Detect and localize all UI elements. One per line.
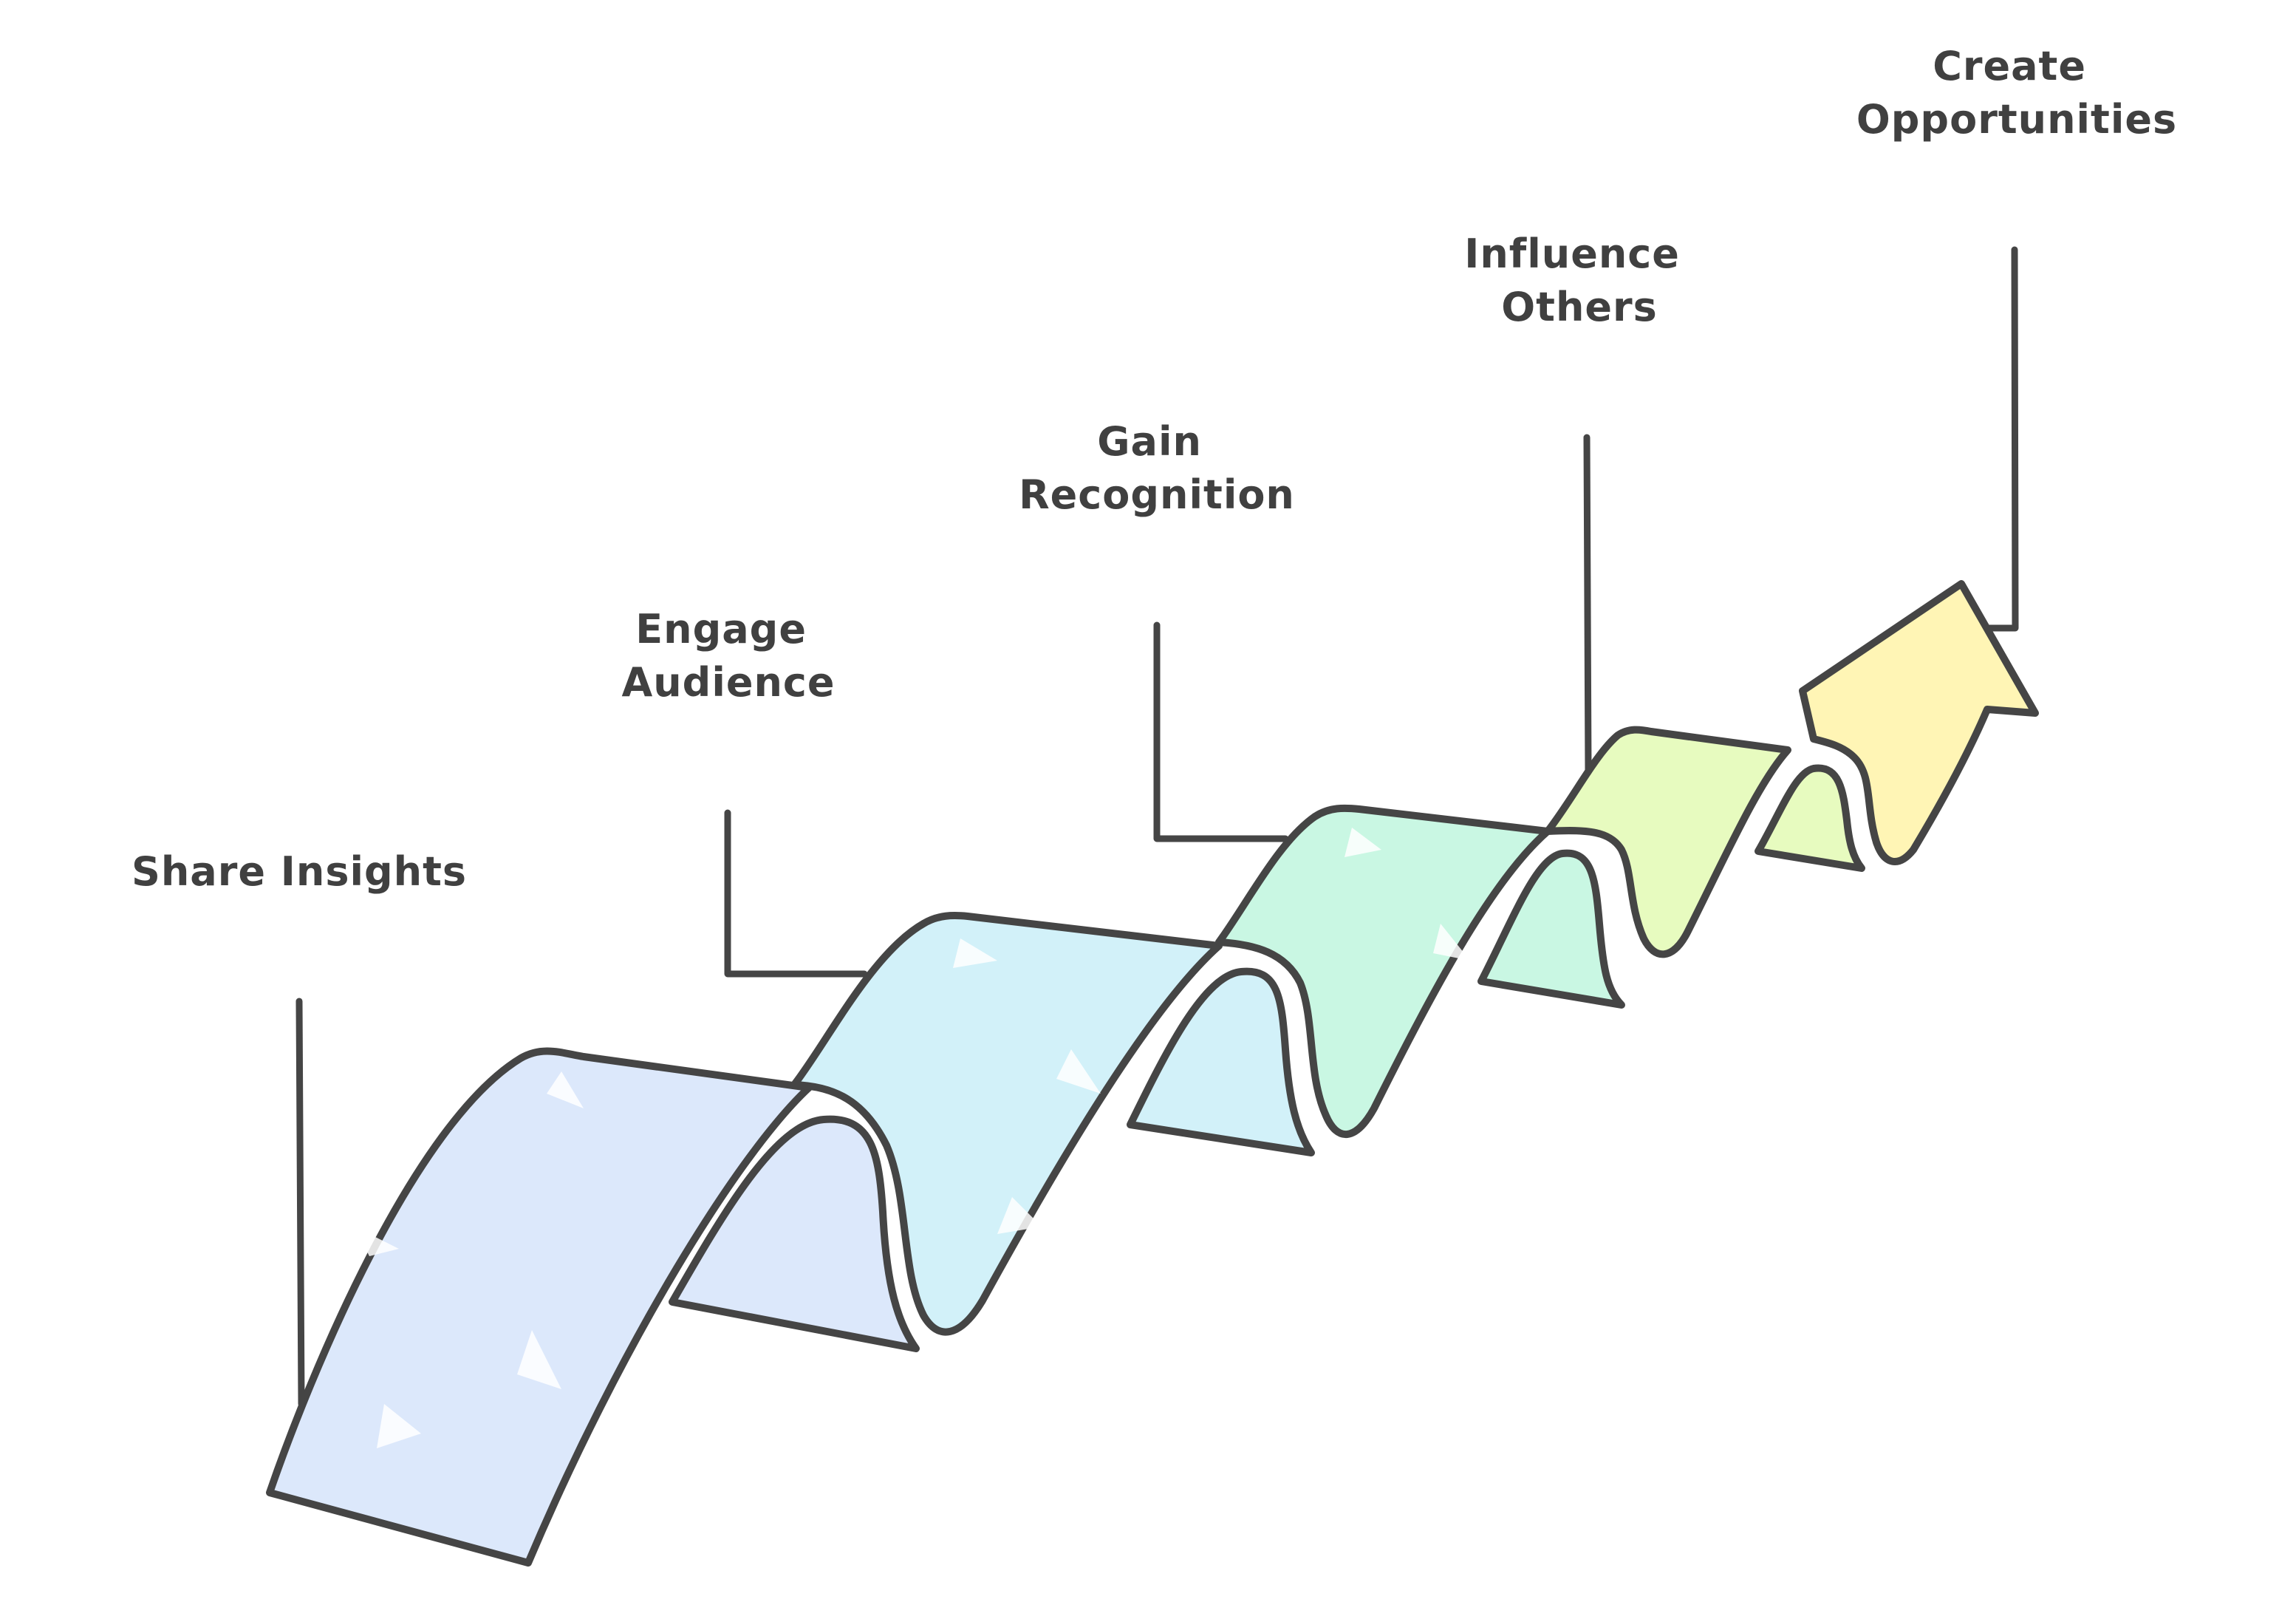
stage-label-5: Create Opportunities [1856, 43, 2177, 143]
stage-fold-1-shape [669, 1115, 920, 1352]
stage-label-1: Share Insights [131, 848, 467, 895]
stage-label-1-line-1: Share Insights [131, 848, 467, 895]
stage-fold-3-shape [1477, 849, 1625, 1009]
stage-band-2 [790, 912, 1223, 1336]
stage-band-3 [1215, 804, 1551, 1139]
stage-band-1-hachure [355, 1071, 584, 1448]
stage-band-1 [266, 1047, 813, 1567]
stage-label-2-line-1: Engage [635, 606, 807, 652]
stage-labels: Share Insights Engage Audience Gain Reco… [131, 43, 2177, 895]
stage-label-5-line-1: Create [1933, 43, 2086, 89]
leader-line-5 [1984, 246, 2019, 632]
leader-lines [295, 246, 2019, 1408]
leader-line-2 [724, 809, 868, 978]
stage-label-2: Engage Audience [621, 606, 835, 706]
stage-fold-4-shape [1755, 764, 1865, 872]
stage-fold-2-shape [1127, 967, 1315, 1156]
stage-fold-2 [1127, 967, 1315, 1156]
stage-label-3: Gain Recognition [1019, 418, 1295, 518]
stage-fold-4 [1755, 764, 1865, 872]
stage-label-4-line-1: Influence [1464, 231, 1680, 277]
leader-line-4 [1583, 434, 1592, 776]
stage-band-4-shape [1544, 726, 1791, 958]
stage-label-3-line-2: Recognition [1019, 471, 1295, 518]
stage-fold-3 [1477, 849, 1625, 1009]
stage-band-3-hachure [1345, 828, 1470, 961]
leader-line-1 [295, 998, 305, 1408]
stage-band-3-shape [1215, 804, 1551, 1139]
stage-fold-1 [669, 1115, 920, 1352]
stage-label-4: Influence Others [1464, 231, 1695, 330]
leader-line-3 [1153, 621, 1289, 842]
stage-arrow-5 [1799, 580, 2039, 865]
stage-label-5-line-2: Opportunities [1856, 96, 2177, 143]
stage-arrow-5-shape [1799, 580, 2039, 865]
stage-label-4-line-2: Others [1501, 284, 1658, 330]
stage-band-4 [1544, 726, 1791, 958]
stage-label-3-line-1: Gain [1097, 418, 1202, 465]
stage-label-2-line-2: Audience [621, 659, 835, 706]
stage-band-2-shape [790, 912, 1223, 1336]
